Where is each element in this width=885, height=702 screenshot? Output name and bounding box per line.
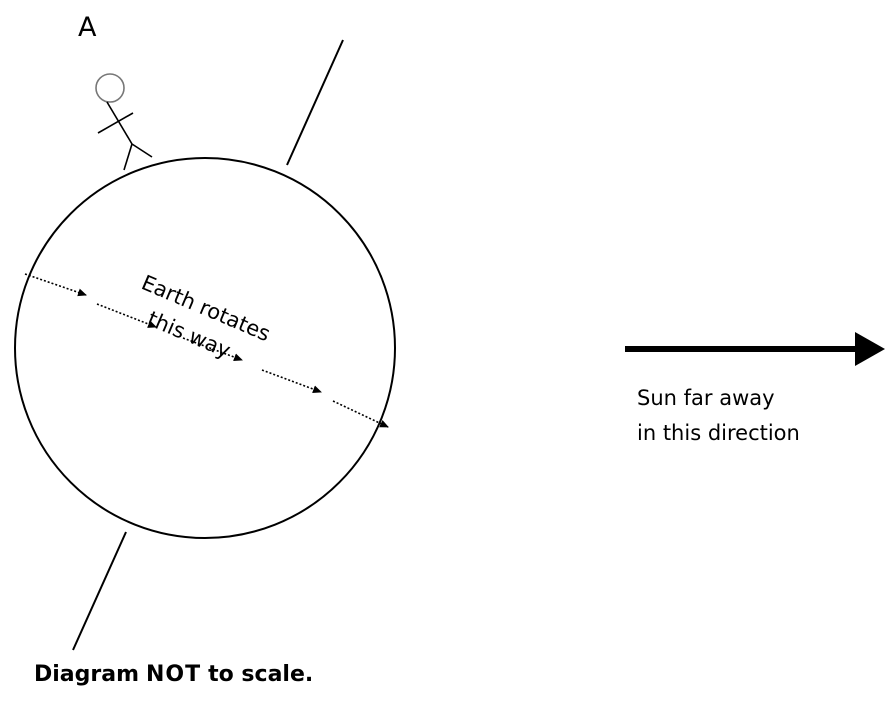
axis-line-bottom [72, 531, 127, 651]
scale-caption: Diagram NOT to scale. [34, 662, 313, 687]
caption-after: to scale. [208, 662, 314, 687]
observer-figure [95, 73, 153, 171]
caption-emphasis: NOT [146, 662, 202, 687]
rotation-arrow-1 [24, 273, 87, 297]
rotation-arrow-2 [96, 303, 157, 328]
axis-line-top [286, 39, 344, 166]
caption-before: Diagram [34, 662, 140, 687]
rotation-arrow-4 [261, 369, 322, 393]
sun-text-line1: Sun far away [637, 386, 775, 410]
sun-text-line2: in this direction [637, 421, 800, 445]
sun-direction-arrowhead [855, 332, 885, 366]
rotation-arrows [24, 273, 389, 428]
rotation-arrow-3 [182, 337, 243, 361]
earth-circle [14, 157, 396, 539]
point-label-a: A [78, 12, 97, 43]
